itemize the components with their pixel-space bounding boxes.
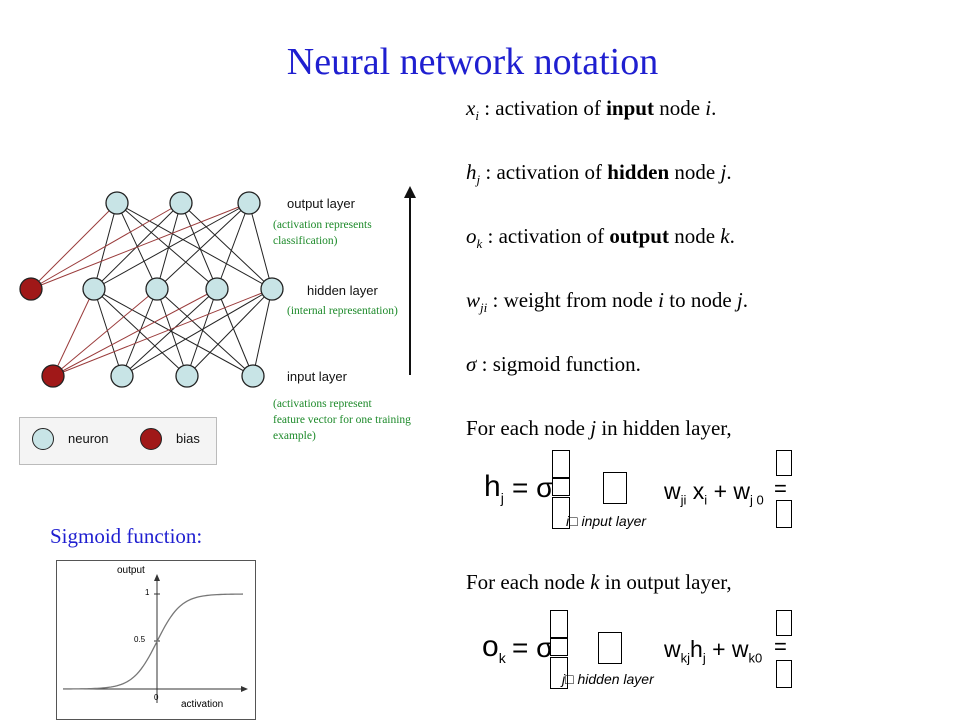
def-hidden: hj : activation of hidden node j. — [466, 160, 732, 187]
network-edge — [93, 288, 254, 377]
network-edge — [52, 288, 273, 377]
neuron-legend-icon — [32, 428, 54, 450]
legend-neuron-label: neuron — [68, 431, 109, 446]
bracket-placeholder — [776, 450, 792, 476]
sigmoid-ylabel: output — [117, 565, 145, 576]
network-edge — [156, 288, 254, 377]
input-neuron — [241, 364, 265, 388]
sigmoid-xlabel: activation — [181, 699, 224, 710]
sum-placeholder — [603, 472, 627, 504]
bracket-placeholder — [550, 657, 568, 689]
layer-arrow-head — [404, 186, 416, 198]
def-weight: wji : weight from node i to node j. — [466, 288, 748, 315]
network-edge — [252, 288, 273, 377]
def-sigma: σ : sigmoid function. — [466, 352, 641, 376]
eq-h-sum-range: i□ input layer — [566, 513, 647, 529]
hidden-rule: For each node j in hidden layer, — [466, 416, 732, 440]
hidden-neuron — [82, 277, 106, 301]
input-bias-node — [41, 364, 65, 388]
sum-placeholder — [598, 632, 622, 664]
network-edge — [121, 288, 218, 377]
network-edge — [121, 288, 273, 377]
sigmoid-plot: output 1 0.5 0 activation — [56, 560, 256, 720]
hidden-bias-node — [19, 277, 43, 301]
bracket-placeholder — [776, 500, 792, 528]
output-layer-label: output layer — [287, 196, 355, 211]
eq-o-sum-range: j□ hidden layer — [562, 671, 654, 687]
diagram-legend: neuron bias — [19, 417, 217, 465]
xtick-0-label: 0 — [154, 693, 159, 702]
sigmoid-curve — [63, 593, 244, 690]
output-rule: For each node k in output layer, — [466, 570, 732, 594]
network-edges — [30, 202, 273, 377]
hidden-neuron — [260, 277, 284, 301]
input-neuron — [110, 364, 134, 388]
hidden-layer-label: hidden layer — [307, 283, 378, 298]
eq-h-terms: wji xi + wj 0 — [664, 478, 764, 508]
def-output: ok : activation of output node k. — [466, 224, 735, 251]
network-edge — [156, 202, 250, 290]
output-neuron — [169, 191, 193, 215]
def-input: xi : activation of input node i. — [466, 96, 717, 123]
network-edge — [30, 202, 182, 290]
sigmoid-y-arrow — [154, 574, 160, 581]
output-neuron — [237, 191, 261, 215]
network-edge — [93, 202, 250, 290]
ytick-05-label: 0.5 — [134, 635, 146, 644]
eq-o-sigma: = σ — [512, 632, 554, 663]
network-edge — [121, 288, 158, 377]
output-neuron — [105, 191, 129, 215]
network-edge — [186, 288, 273, 377]
network-edge — [30, 202, 118, 290]
network-edge — [93, 288, 123, 377]
network-nodes — [19, 191, 284, 388]
ytick-1-label: 1 — [145, 588, 150, 597]
network-edge — [52, 288, 158, 377]
input-neuron — [175, 364, 199, 388]
hidden-layer-note: (internal representation) — [287, 305, 398, 317]
network-edge — [156, 288, 188, 377]
network-edge — [180, 202, 218, 290]
slide-title: Neural network notation — [286, 41, 659, 83]
network-edge — [216, 202, 250, 290]
hidden-neuron — [145, 277, 169, 301]
network-edge — [116, 202, 158, 290]
bracket-placeholder — [776, 660, 792, 688]
network-edge — [52, 288, 218, 377]
network-edge — [180, 202, 273, 290]
legend-bias-label: bias — [176, 431, 200, 446]
sigmoid-x-arrow — [241, 686, 248, 692]
network-edge — [116, 202, 218, 290]
eq-o-lhs: ok — [482, 630, 506, 666]
network-edge — [156, 202, 182, 290]
network-edge — [186, 288, 218, 377]
network-edge — [93, 288, 188, 377]
sigmoid-title: Sigmoid function: — [50, 524, 203, 548]
bracket-placeholder — [550, 610, 568, 638]
network-edge — [216, 288, 254, 377]
network-edge — [30, 202, 250, 290]
hidden-neuron — [205, 277, 229, 301]
network-diagram — [19, 186, 416, 388]
bracket-placeholder — [776, 610, 792, 636]
bracket-placeholder — [552, 497, 570, 529]
bias-legend-icon — [140, 428, 162, 450]
network-edge — [52, 288, 95, 377]
eq-h-sigma: = σ — [512, 472, 554, 503]
sigmoid-svg — [63, 574, 248, 703]
eq-h-lhs: hj — [484, 470, 504, 506]
bracket-placeholder — [552, 478, 570, 496]
input-layer-label: input layer — [287, 369, 347, 384]
bracket-placeholder — [552, 450, 570, 478]
network-edge — [248, 202, 273, 290]
network-edge — [116, 202, 273, 290]
eq-o-terms: wkjhj + wk0 — [664, 636, 763, 666]
bracket-placeholder — [550, 638, 568, 656]
